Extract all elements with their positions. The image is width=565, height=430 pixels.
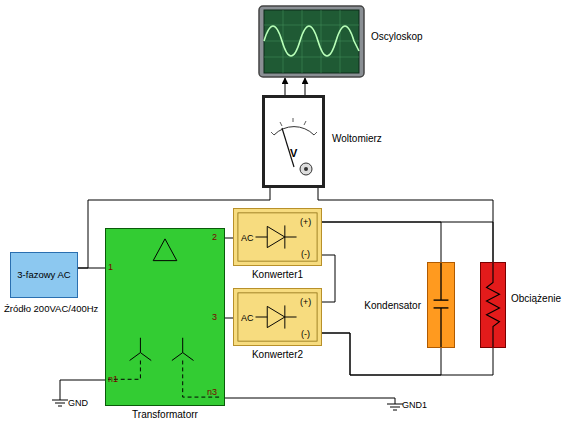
block-label: Woltomierz [332, 133, 382, 145]
port-label: (+) [300, 216, 311, 228]
signal-arrow [285, 78, 286, 95]
port-number: n3 [207, 387, 217, 398]
ground-symbol [52, 400, 68, 401]
port-label: Źródło 200VAC/400Hz [4, 303, 98, 315]
port-label: AC [241, 312, 254, 324]
port-number: 1 [108, 262, 113, 273]
port-label: AC [241, 232, 254, 244]
block-label: Konwerter1 [234, 269, 321, 281]
signal-wire [322, 333, 493, 375]
port-number: n1 [108, 374, 118, 385]
ground-symbol [387, 404, 403, 405]
transformer-block: Transformatorr [105, 228, 225, 406]
ground-label: GND1 [402, 400, 427, 411]
capacitor-block: Kondensator [427, 262, 455, 348]
signal-wire [225, 238, 233, 239]
signal-wire [322, 222, 493, 262]
ac-source-block: 3-fazowy ACŹródło 200VAC/400Hz [10, 252, 78, 298]
ground-label: GND [68, 398, 88, 409]
port-number: 3 [212, 312, 217, 323]
port-label: (-) [301, 328, 310, 340]
unit-symbol: V [290, 148, 297, 159]
ground-wire [60, 380, 105, 400]
signal-arrow [305, 78, 306, 95]
block-label: Transformatorr [106, 409, 224, 421]
port-label: (-) [301, 248, 310, 260]
block-label: Kondensator [364, 300, 421, 312]
converter-block: Konwerter2AC(+)(-) [233, 288, 322, 346]
converter-block: Konwerter1AC(+)(-) [233, 208, 322, 266]
ground-wire [225, 398, 395, 404]
port-number: 2 [212, 232, 217, 243]
signal-wire [322, 222, 441, 262]
oscilloscope: Oscyloskop [258, 5, 365, 78]
signal-wire [322, 333, 441, 375]
voltmeter: Woltomierz [262, 95, 325, 188]
resistor-block: Obciążenie [480, 262, 506, 348]
block-label: Konwerter2 [234, 349, 321, 361]
port-label: (+) [300, 296, 311, 308]
block-label: Oscyloskop [371, 31, 423, 43]
signal-wire [318, 188, 493, 262]
block-label: Obciążenie [511, 293, 561, 305]
signal-wire [322, 255, 335, 302]
block-label: 3-fazowy AC [11, 269, 77, 281]
signal-wire [225, 318, 233, 319]
